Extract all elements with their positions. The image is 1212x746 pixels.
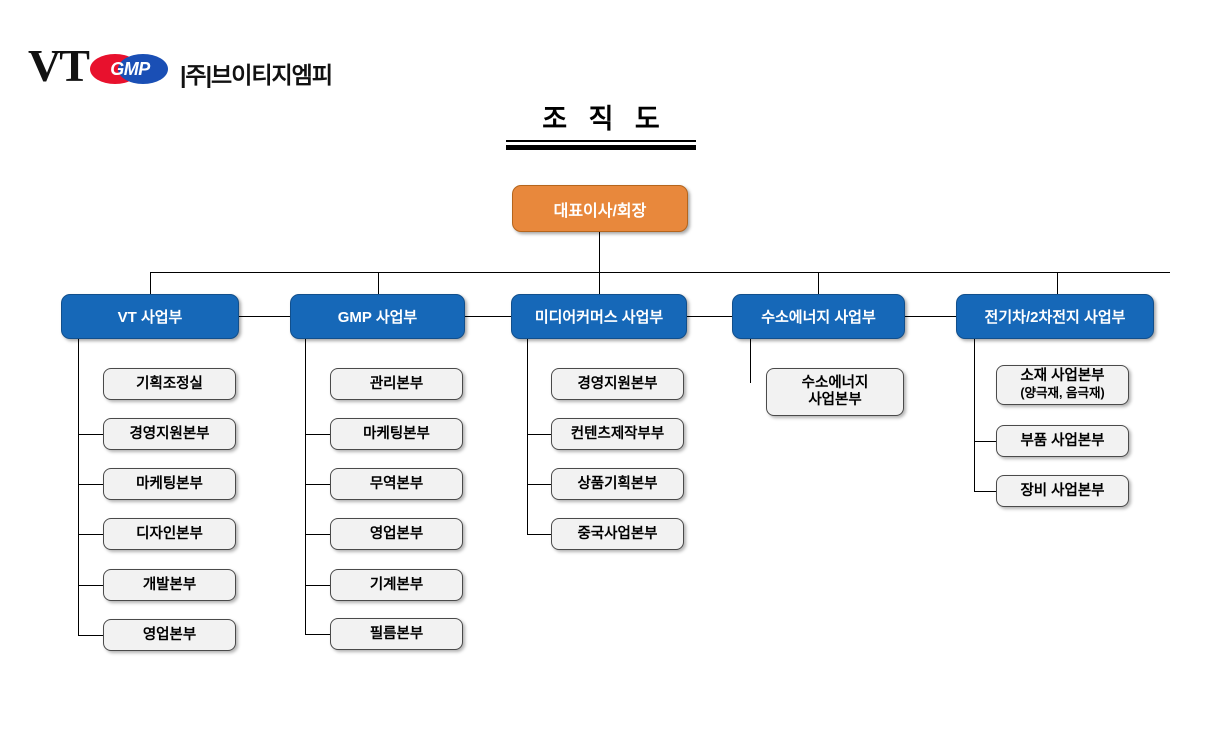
connector-ceo-stem bbox=[599, 232, 600, 272]
node-ceo-label: 대표이사/회장 bbox=[553, 202, 647, 220]
logo-company-name: |주|브이티지엠피 bbox=[180, 62, 333, 88]
node-sub-media-4[interactable]: 중국사업본부 bbox=[551, 518, 684, 550]
connector-stub-vt-3 bbox=[78, 484, 103, 485]
connector-link-vt-gmp bbox=[238, 316, 291, 317]
node-sub-media-1[interactable]: 경영지원본부 bbox=[551, 368, 684, 400]
node-sub-media-2-label: 컨텐츠제작부부 bbox=[570, 425, 665, 442]
logo-gmp-text: GMP bbox=[110, 59, 150, 79]
node-sub-hydrogen-1-label2: 사업본부 bbox=[808, 392, 862, 408]
connector-trunk-gmp bbox=[305, 338, 306, 634]
connector-stub-gmp-6 bbox=[305, 634, 330, 635]
node-sub-gmp-4[interactable]: 영업본부 bbox=[330, 518, 463, 550]
company-logo: VT GMP |주|브이티지엠피 bbox=[28, 42, 333, 94]
node-sub-vt-3-label: 마케팅본부 bbox=[136, 475, 203, 492]
connector-drop-hydrogen bbox=[818, 272, 819, 294]
node-division-vt-label: VT 사업부 bbox=[117, 309, 183, 326]
node-sub-gmp-2[interactable]: 마케팅본부 bbox=[330, 418, 463, 450]
node-sub-ev-2[interactable]: 부품 사업본부 bbox=[996, 425, 1129, 457]
node-sub-media-2[interactable]: 컨텐츠제작부부 bbox=[551, 418, 684, 450]
connector-trunk-hydrogen bbox=[750, 338, 751, 383]
node-sub-media-1-label: 경영지원본부 bbox=[577, 375, 658, 392]
connector-stub-vt-2 bbox=[78, 434, 103, 435]
node-division-ev-battery-label: 전기차/2차전지 사업부 bbox=[984, 309, 1126, 326]
logo-blue-ellipse-icon bbox=[118, 54, 168, 84]
connector-stub-vt-5 bbox=[78, 585, 103, 586]
connector-link-hydrogen-ev bbox=[904, 316, 957, 317]
node-sub-vt-6[interactable]: 영업본부 bbox=[103, 619, 236, 651]
connector-stub-media-3 bbox=[527, 484, 551, 485]
node-division-media-commerce-label: 미디어커머스 사업부 bbox=[534, 309, 664, 326]
page-title-text: 조 직 도 bbox=[542, 104, 667, 134]
node-sub-vt-6-label: 영업본부 bbox=[142, 626, 197, 643]
connector-stub-ev-2 bbox=[974, 441, 996, 442]
connector-stub-vt-4 bbox=[78, 534, 103, 535]
node-sub-gmp-6[interactable]: 필름본부 bbox=[330, 618, 463, 650]
connector-link-gmp-media bbox=[464, 316, 512, 317]
node-sub-gmp-5[interactable]: 기계본부 bbox=[330, 569, 463, 601]
connector-stub-gmp-4 bbox=[305, 534, 330, 535]
page-title: 조 직 도 bbox=[506, 102, 696, 150]
node-sub-ev-1-label2: (양극재, 음극재) bbox=[1020, 386, 1105, 400]
node-division-hydrogen-label: 수소에너지 사업부 bbox=[761, 309, 876, 326]
node-sub-vt-1-label: 기획조정실 bbox=[136, 375, 203, 392]
node-sub-vt-5[interactable]: 개발본부 bbox=[103, 569, 236, 601]
node-sub-vt-3[interactable]: 마케팅본부 bbox=[103, 468, 236, 500]
node-sub-vt-5-label: 개발본부 bbox=[142, 576, 197, 593]
connector-stub-ev-3 bbox=[974, 491, 996, 492]
node-sub-vt-4-label: 디자인본부 bbox=[136, 525, 203, 542]
node-sub-gmp-5-label: 기계본부 bbox=[369, 576, 424, 593]
node-sub-ev-3[interactable]: 장비 사업본부 bbox=[996, 475, 1129, 507]
connector-top-bus bbox=[150, 272, 1170, 273]
node-sub-vt-4[interactable]: 디자인본부 bbox=[103, 518, 236, 550]
connector-drop-gmp bbox=[378, 272, 379, 294]
connector-trunk-media bbox=[527, 338, 528, 535]
connector-drop-media bbox=[599, 272, 600, 294]
node-division-hydrogen[interactable]: 수소에너지 사업부 bbox=[732, 294, 905, 339]
node-ceo[interactable]: 대표이사/회장 bbox=[512, 185, 688, 232]
connector-stub-gmp-5 bbox=[305, 585, 330, 586]
node-sub-ev-1-label: 소재 사업본부 bbox=[1020, 368, 1105, 384]
node-sub-vt-2-label: 경영지원본부 bbox=[129, 425, 210, 442]
connector-drop-ev bbox=[1057, 272, 1058, 294]
node-sub-gmp-3[interactable]: 무역본부 bbox=[330, 468, 463, 500]
connector-stub-gmp-3 bbox=[305, 484, 330, 485]
node-division-ev-battery[interactable]: 전기차/2차전지 사업부 bbox=[956, 294, 1154, 339]
node-sub-vt-2[interactable]: 경영지원본부 bbox=[103, 418, 236, 450]
node-sub-ev-2-label: 부품 사업본부 bbox=[1020, 432, 1105, 449]
node-sub-gmp-4-label: 영업본부 bbox=[369, 525, 424, 542]
title-underline-thick bbox=[506, 145, 696, 150]
node-division-media-commerce[interactable]: 미디어커머스 사업부 bbox=[511, 294, 687, 339]
node-sub-media-3[interactable]: 상품기획본부 bbox=[551, 468, 684, 500]
connector-drop-vt bbox=[150, 272, 151, 294]
node-sub-gmp-2-label: 마케팅본부 bbox=[363, 425, 430, 442]
node-sub-gmp-3-label: 무역본부 bbox=[369, 475, 424, 492]
node-sub-gmp-6-label: 필름본부 bbox=[369, 625, 424, 642]
node-sub-ev-3-label: 장비 사업본부 bbox=[1020, 482, 1105, 499]
node-sub-gmp-1[interactable]: 관리본부 bbox=[330, 368, 463, 400]
node-division-gmp[interactable]: GMP 사업부 bbox=[290, 294, 465, 339]
logo-gmp-badge-icon: GMP bbox=[90, 54, 170, 84]
node-division-gmp-label: GMP 사업부 bbox=[337, 309, 418, 326]
node-sub-ev-1[interactable]: 소재 사업본부 (양극재, 음극재) bbox=[996, 365, 1129, 405]
node-division-vt[interactable]: VT 사업부 bbox=[61, 294, 239, 339]
node-sub-vt-1[interactable]: 기획조정실 bbox=[103, 368, 236, 400]
node-sub-gmp-1-label: 관리본부 bbox=[369, 375, 424, 392]
title-underline-thin bbox=[506, 140, 696, 142]
connector-stub-media-4 bbox=[527, 534, 551, 535]
node-sub-media-4-label: 중국사업본부 bbox=[577, 525, 658, 542]
connector-stub-gmp-2 bbox=[305, 434, 330, 435]
connector-trunk-ev bbox=[974, 338, 975, 492]
connector-stub-media-2 bbox=[527, 434, 551, 435]
logo-wordmark-vt: VT bbox=[28, 40, 90, 91]
node-sub-media-3-label: 상품기획본부 bbox=[577, 475, 658, 492]
connector-stub-vt-6 bbox=[78, 635, 103, 636]
connector-trunk-vt bbox=[78, 338, 79, 635]
node-sub-hydrogen-1[interactable]: 수소에너지 사업본부 bbox=[766, 368, 904, 416]
node-sub-hydrogen-1-label: 수소에너지 bbox=[801, 375, 869, 391]
connector-link-media-hydrogen bbox=[686, 316, 732, 317]
